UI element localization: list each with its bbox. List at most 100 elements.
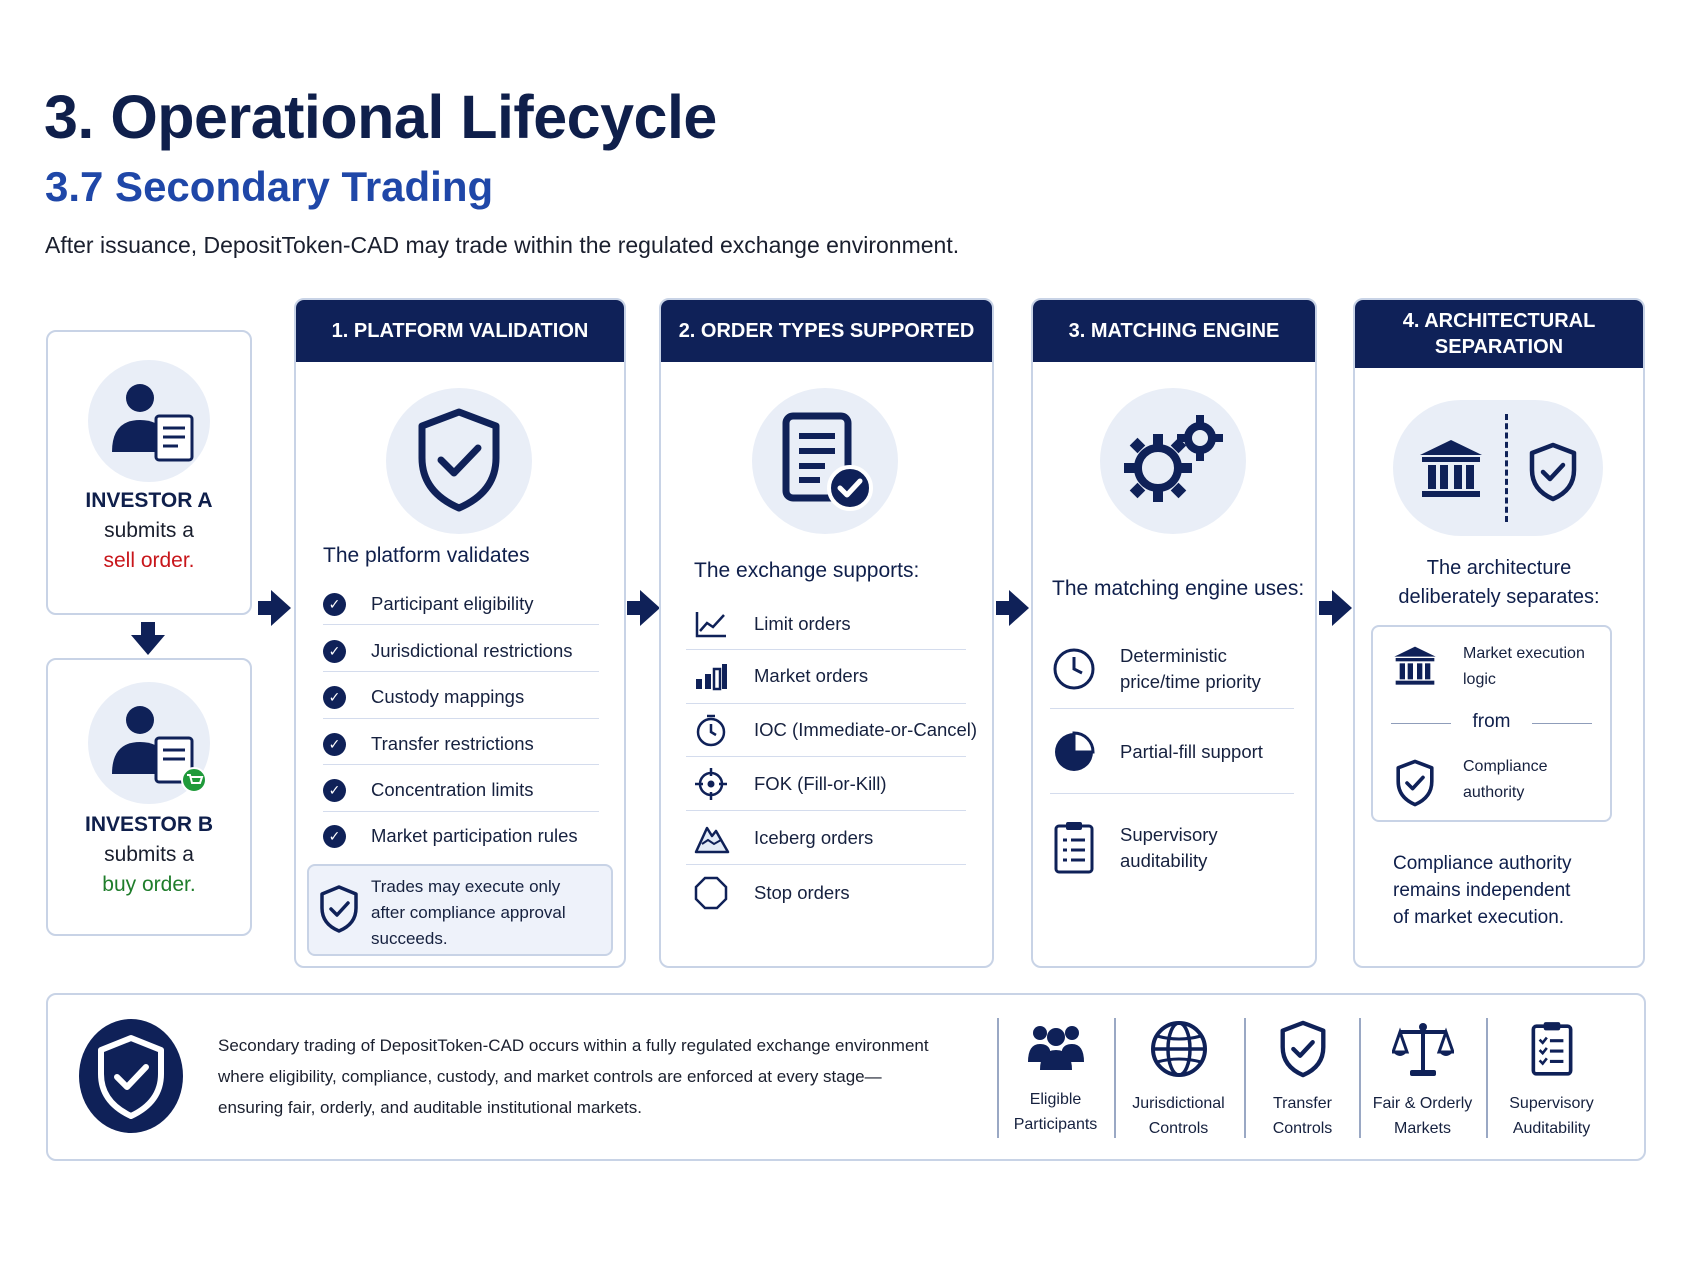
note-line: succeeds.	[371, 929, 448, 948]
divider	[1050, 708, 1294, 709]
check-circle-icon: ✓	[323, 592, 346, 616]
gears-icon	[1124, 415, 1223, 502]
target-icon	[695, 768, 727, 800]
intro-text: After issuance, DepositToken-CAD may tra…	[45, 232, 960, 258]
divider	[323, 718, 599, 719]
validation-item: ✓ Participant eligibility	[323, 589, 533, 619]
order-type-label: IOC (Immediate-or-Cancel)	[754, 719, 978, 740]
divider	[1050, 793, 1294, 794]
check-circle-icon: ✓	[323, 824, 346, 848]
shield-check-icon	[320, 885, 358, 933]
divider	[1532, 723, 1592, 724]
separation-footer-line: Compliance authority	[1393, 853, 1572, 874]
check-circle-icon: ✓	[323, 685, 346, 709]
divider	[686, 756, 966, 757]
check-circle-icon: ✓	[323, 732, 346, 756]
summary-line: Secondary trading of DepositToken-CAD oc…	[218, 1036, 929, 1055]
check-circle-icon: ✓	[323, 639, 346, 663]
validation-item-label: Participant eligibility	[371, 593, 534, 614]
pillar-label: Participants	[1013, 1116, 1098, 1133]
summary-text: Secondary trading of DepositToken-CAD oc…	[218, 1030, 978, 1123]
matching-item: Supervisory auditability	[1052, 818, 1218, 878]
matching-item-line: Deterministic	[1120, 645, 1227, 666]
separation-footer-line: remains independent	[1393, 880, 1571, 901]
right-arrow-icon	[996, 590, 1029, 626]
investor-buy-icon	[112, 706, 207, 793]
order-type-label: Market orders	[754, 665, 869, 686]
right-arrow-icon	[258, 590, 291, 626]
investor-a-name: INVESTOR A	[85, 489, 213, 512]
order-type-label: Iceberg orders	[754, 827, 874, 848]
iceberg-icon	[694, 826, 730, 854]
separation-footer-line: of market execution.	[1393, 907, 1565, 928]
order-type-item: FOK (Fill-or-Kill)	[694, 766, 887, 802]
pillar-label: Markets	[1394, 1120, 1451, 1137]
shield-check-icon	[1280, 1020, 1325, 1078]
pillar-eligible-participants: Eligible Participants	[998, 1020, 1113, 1137]
dashed-divider	[1505, 414, 1508, 522]
matching-item-line: Partial-fill support	[1120, 741, 1263, 762]
right-arrow-icon	[627, 590, 660, 626]
matching-engine-panel: 3. MATCHING ENGINE	[1031, 298, 1317, 968]
separation-heading: 4. ARCHITECTURAL SEPARATION	[1355, 300, 1643, 368]
separation-lead-line: The architecture	[1426, 557, 1572, 579]
note-line: Trades may execute only	[371, 877, 561, 896]
pie-chart-icon	[1055, 731, 1095, 771]
pillar-label: Controls	[1272, 1120, 1333, 1137]
bank-icon	[1394, 646, 1436, 685]
divider	[997, 1018, 999, 1138]
page-title: 3. Operational Lifecycle	[44, 83, 717, 151]
pillar-fair-orderly-markets: Fair & Orderly Markets	[1365, 1020, 1480, 1141]
globe-icon	[1150, 1021, 1207, 1077]
note-line: after compliance approval	[371, 903, 566, 922]
investor-a-card: INVESTOR A submits a sell order.	[46, 330, 252, 615]
divider	[1391, 723, 1451, 724]
validation-heading: 1. PLATFORM VALIDATION	[296, 300, 624, 362]
pillar-label: Transfer	[1273, 1095, 1332, 1112]
separation-lead: The architecture deliberately separates:	[1353, 554, 1645, 612]
separation-box-line: Market execution	[1463, 645, 1585, 662]
matching-item-line: Supervisory	[1120, 824, 1218, 845]
order-type-item: Limit orders	[694, 607, 851, 641]
clipboard-icon	[1531, 1022, 1572, 1076]
divider	[686, 864, 966, 865]
shield-check-icon	[418, 408, 500, 512]
order-type-label: Limit orders	[754, 613, 851, 634]
order-type-label: Stop orders	[754, 882, 850, 903]
order-types-icon-bg	[752, 388, 898, 534]
order-type-item: IOC (Immediate-or-Cancel)	[694, 712, 977, 748]
separation-box-from: from	[1472, 711, 1511, 732]
validation-item: ✓ Transfer restrictions	[323, 729, 534, 759]
matching-heading: 3. MATCHING ENGINE	[1033, 300, 1315, 362]
investor-a-order: sell order.	[103, 549, 195, 572]
pillar-jurisdictional-controls: Jurisdictional Controls	[1121, 1020, 1236, 1141]
separation-heading-line: 4. ARCHITECTURAL	[1402, 310, 1596, 332]
separation-box-line: logic	[1463, 671, 1496, 688]
separation-box: Market execution logic from Compliance a…	[1371, 625, 1612, 822]
validation-item-label: Market participation rules	[371, 825, 578, 846]
divider	[323, 671, 599, 672]
right-arrow-icon	[1319, 590, 1352, 626]
separation-box-line: authority	[1463, 784, 1525, 801]
summary-line: where eligibility, compliance, custody, …	[218, 1067, 882, 1086]
pillar-label: Jurisdictional	[1132, 1095, 1225, 1112]
pillar-label: Supervisory	[1509, 1095, 1594, 1112]
investor-b-card: INVESTOR B submits a buy order.	[46, 658, 252, 936]
matching-item-line: auditability	[1120, 850, 1208, 871]
investor-b-action: submits a	[104, 843, 194, 866]
validation-item: ✓ Market participation rules	[323, 821, 578, 851]
separation-footer: Compliance authority remains independent…	[1393, 850, 1571, 931]
matching-lead: The matching engine uses:	[1052, 577, 1305, 600]
summary-line: ensuring fair, orderly, and auditable in…	[218, 1098, 642, 1117]
divider	[323, 764, 599, 765]
order-type-item: Market orders	[694, 659, 868, 693]
matching-item: Deterministic price/time priority	[1052, 639, 1261, 699]
validation-item-label: Transfer restrictions	[371, 733, 534, 754]
investor-sell-icon	[112, 384, 194, 462]
line-chart-icon	[695, 612, 726, 638]
pillar-label: Eligible	[1029, 1091, 1082, 1108]
stopwatch-icon	[696, 714, 726, 747]
stop-octagon-icon	[694, 876, 728, 910]
pillar-label: Fair & Orderly	[1372, 1095, 1473, 1112]
validation-item: ✓ Concentration limits	[323, 775, 533, 805]
